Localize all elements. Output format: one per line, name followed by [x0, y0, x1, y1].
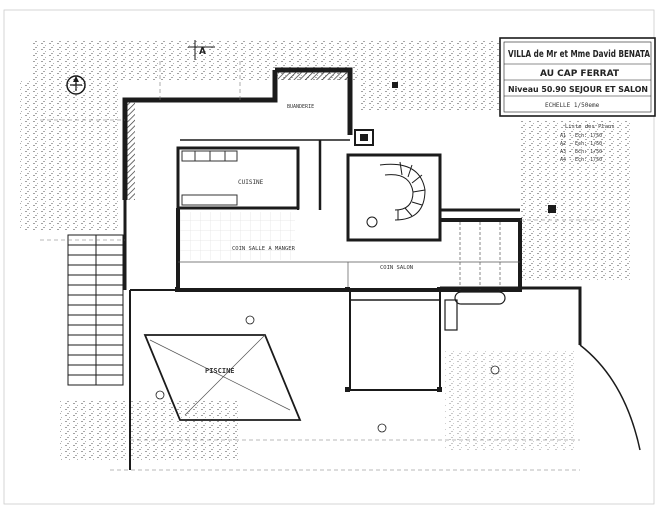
entrance-stairs	[67, 234, 124, 386]
room-label-buanderie: BUANDERIE	[287, 104, 314, 110]
title-line-3: Niveau 50.90 SEJOUR ET SALON	[508, 85, 648, 94]
hatched-wall	[127, 102, 135, 200]
section-marker-label: A	[199, 47, 206, 57]
title-block: VILLA de Mr et Mme David BENATA AU CAP F…	[499, 37, 656, 117]
column	[360, 134, 368, 141]
room-label-cuisine: CUISINE	[238, 179, 264, 186]
legend-item: A3 - Ech: 1/50	[560, 149, 602, 155]
kitchen-counters	[181, 150, 238, 206]
north-arrow-icon	[66, 75, 86, 95]
plan-legend: Liste des Plans A1 - Ech: 1/50 A2 - Ech:…	[560, 124, 615, 163]
stair-icon	[366, 161, 426, 228]
column-markers	[175, 82, 556, 392]
photocopy-texture	[20, 40, 630, 460]
legend-item: A1 - Ech: 1/50	[560, 133, 602, 139]
ground-texture	[445, 350, 575, 450]
title-scale: ECHELLE 1/50eme	[545, 102, 600, 109]
bath-fixture	[444, 291, 506, 331]
column	[354, 129, 374, 146]
hatched-wall	[278, 72, 348, 80]
section-marker: A	[188, 40, 215, 60]
sheet-border	[3, 9, 655, 505]
title-line-2: AU CAP FERRAT	[540, 69, 620, 79]
legend-item: A4 - Ech: 1/50	[560, 157, 602, 163]
legend-heading: Liste des Plans	[565, 124, 615, 130]
title-line-1: VILLA de Mr et Mme David BENATA	[508, 49, 650, 60]
room-label-salon: COIN SALON	[380, 265, 413, 271]
room-label-piscine: PISCINE	[205, 367, 235, 375]
pool	[143, 334, 302, 421]
interior-lines	[178, 222, 520, 290]
floor-tiles	[180, 212, 295, 260]
legend-item: A2 - Ech: 1/50	[560, 141, 602, 147]
